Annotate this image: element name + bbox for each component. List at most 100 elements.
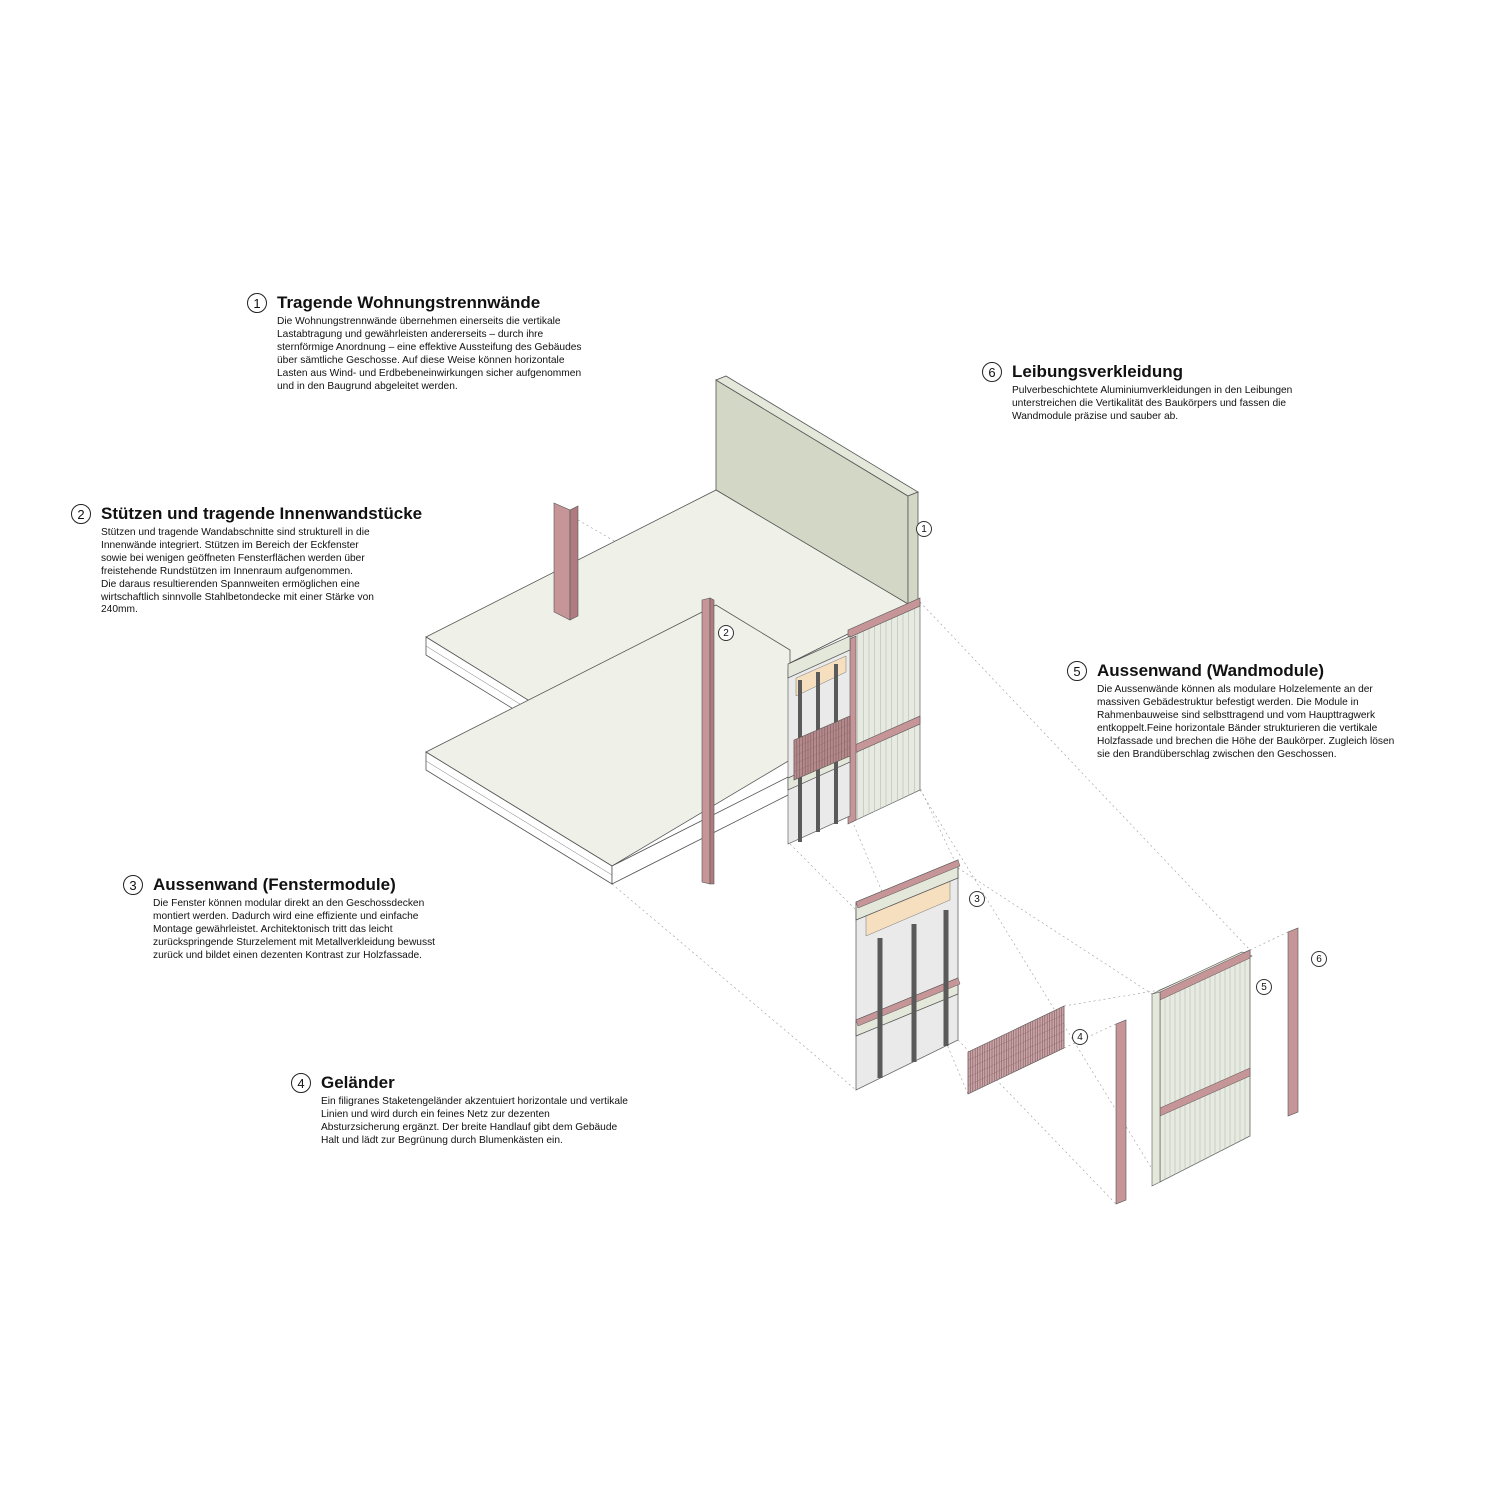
legend-3-line: zurück und bildet einen dezenten Kontras… xyxy=(153,949,422,961)
explosion-guide-line xyxy=(919,789,1161,1183)
lower-slab-line xyxy=(425,760,613,876)
legend-1: 1 Tragende Wohnungstrennwände Die Wohnun… xyxy=(247,293,627,393)
railing-mesh xyxy=(967,1006,1065,1094)
legend-3-line: zurückspringende Sturzelement mit Metall… xyxy=(153,936,435,948)
assembled-window-lintel xyxy=(795,655,847,697)
reveal-strip-right xyxy=(1287,927,1299,1117)
legend-2-line: sowie bei wenigen geöffneten Fensterfläc… xyxy=(101,552,365,564)
wall-module-edge xyxy=(1151,991,1161,1187)
assembled-facade xyxy=(787,597,921,845)
legend-6-line: Wandmodule präzise und sauber ab. xyxy=(1012,410,1179,422)
legend-6-title: Leibungsverkleidung xyxy=(1012,362,1183,381)
legend-5-line: massiven Gebädestruktur befestigt werden… xyxy=(1097,696,1359,708)
legend-3-line: Die Fenster können modular direkt an den… xyxy=(153,898,425,909)
legend-1-number: 1 xyxy=(247,293,267,313)
legend-2-line: 240mm. xyxy=(101,604,138,616)
legend-5-line: Rahmenbauweise sind selbsttragend und vo… xyxy=(1097,709,1376,721)
legend-2-line: Stützen und tragende Wandabschnitte sind… xyxy=(101,527,370,538)
tag-5: 5 xyxy=(1256,979,1272,995)
legend-5-text: Die Aussenwände können als modulare Holz… xyxy=(1097,684,1467,761)
legend-6: 6 Leibungsverkleidung Pulverbeschichtete… xyxy=(982,362,1362,424)
railing-mesh-line xyxy=(793,747,851,773)
wall-module-ribs xyxy=(1164,960,1246,1180)
legend-1-line: Die Wohnungstrennwände übernehmen einers… xyxy=(277,316,561,327)
legend-2-line: Die daraus resultierenden Spannweiten er… xyxy=(101,578,360,590)
explosion-guide-line xyxy=(611,883,857,1091)
legend-5-line: sie den Brandüberschlag zwischen den Ges… xyxy=(1097,748,1337,760)
tag-6: 6 xyxy=(1311,951,1327,967)
legend-3-title: Aussenwand (Fenstermodule) xyxy=(153,875,396,894)
legend-3-text: Die Fenster können modular direkt an den… xyxy=(153,898,503,963)
legend-2-line: wirtschaftlich sinnvolle Stahlbetondecke… xyxy=(101,591,374,603)
legend-6-text: Pulverbeschichtete Aluminiumverkleidunge… xyxy=(1012,385,1362,424)
column-front-face xyxy=(701,597,711,885)
legend-2: 2 Stützen und tragende Innenwandstücke S… xyxy=(71,504,451,617)
assembled-window-header xyxy=(787,635,851,679)
exploded-window-module xyxy=(855,859,961,1091)
explosion-guide-line xyxy=(577,519,717,601)
reveal-cladding xyxy=(1115,927,1299,1205)
assembled-wood-ribs xyxy=(857,604,915,820)
legend-3-line: Montage gewährleistet. Architektonisch t… xyxy=(153,923,393,935)
column-back-side xyxy=(569,505,579,621)
legend-6-number: 6 xyxy=(982,362,1002,382)
legend-5-line: Holzfassade und brechen die Höhe der Bau… xyxy=(1097,735,1395,747)
exploded-wall-module xyxy=(1151,949,1253,1187)
legend-4-line: Halt und lädt zur Begrünung durch Blumen… xyxy=(321,1134,563,1146)
legend-4-title: Geländer xyxy=(321,1073,395,1092)
legend-4-line: Linien und wird durch ein feines Netz zu… xyxy=(321,1108,550,1120)
legend-3-line: montiert werden. Dadurch wird eine effiz… xyxy=(153,910,419,922)
legend-3: 3 Aussenwand (Fenstermodule) Die Fenster… xyxy=(123,875,503,963)
legend-5-line: Die Aussenwände können als modulare Holz… xyxy=(1097,684,1373,695)
legend-2-number: 2 xyxy=(71,504,91,524)
legend-3-number: 3 xyxy=(123,875,143,895)
legend-4-line: Ein filigranes Staketengeländer akzentui… xyxy=(321,1096,628,1107)
railing-mesh-line xyxy=(793,739,851,765)
legend-4-line: Absturzsicherung ergänzt. Der breite Han… xyxy=(321,1121,618,1133)
explosion-guide-line xyxy=(1063,989,1161,1007)
reveal-strip-left xyxy=(1115,1019,1127,1205)
legend-6-line: Pulverbeschichtete Aluminiumverkleidunge… xyxy=(1012,385,1293,396)
explosion-guide-line xyxy=(957,867,1153,995)
railing-mesh-line xyxy=(793,731,851,757)
assembled-railing-mesh xyxy=(793,716,851,780)
railing-mesh-line xyxy=(793,723,851,749)
railing-mesh-line xyxy=(967,1022,1065,1069)
tag-1: 1 xyxy=(916,521,932,537)
tag-2: 2 xyxy=(718,625,734,641)
railing-mesh-line xyxy=(967,1039,1065,1086)
railing-mesh-line xyxy=(967,1014,1065,1061)
tag-3: 3 xyxy=(969,891,985,907)
legend-1-text: Die Wohnungstrennwände übernehmen einers… xyxy=(277,316,627,393)
partition-wall xyxy=(715,375,919,605)
tag-4: 4 xyxy=(1072,1029,1088,1045)
legend-4-number: 4 xyxy=(291,1073,311,1093)
legend-1-line: Lastabtragung und gewährleisten anderers… xyxy=(277,328,544,340)
legend-5-title: Aussenwand (Wandmodule) xyxy=(1097,661,1324,680)
legend-4: 4 Geländer Ein filigranes Staketengeländ… xyxy=(291,1073,681,1148)
legend-5: 5 Aussenwand (Wandmodule) Die Aussenwänd… xyxy=(1067,661,1467,761)
column-front-side xyxy=(709,597,715,885)
legend-1-line: über sämtliche Geschosse. Auf diese Weis… xyxy=(277,354,565,366)
explosion-guide-line xyxy=(1249,931,1289,951)
legend-4-text: Ein filigranes Staketengeländer akzentui… xyxy=(321,1096,681,1148)
partition-wall-end xyxy=(907,491,919,605)
legend-5-line: entkoppelt.Feine horizontale Bänder stru… xyxy=(1097,722,1378,734)
legend-1-title: Tragende Wohnungstrennwände xyxy=(277,293,541,312)
railing-mesh-line xyxy=(967,1031,1065,1078)
legend-1-line: sternförmige Anordnung – eine effektive … xyxy=(277,341,582,353)
legend-5-number: 5 xyxy=(1067,661,1087,681)
columns xyxy=(553,502,715,885)
legend-2-line: Innenwände integriert. Stützen im Bereic… xyxy=(101,539,359,551)
legend-6-line: unterstreichen die Vertikalität des Bauk… xyxy=(1012,397,1287,409)
legend-2-title: Stützen und tragende Innenwandstücke xyxy=(101,504,423,523)
legend-2-line: freistehende Rundstützen im Innenraum au… xyxy=(101,565,354,577)
explosion-guide-line xyxy=(789,843,857,911)
legend-2-text: Stützen und tragende Wandabschnitte sind… xyxy=(101,527,451,617)
legend-1-line: und in den Baugrund abgeleitet werden. xyxy=(277,380,458,392)
legend-1-line: Lasten aus Wind- und Erdbebeneinwirkunge… xyxy=(277,367,582,379)
exploded-railing xyxy=(967,1005,1065,1095)
column-back-face xyxy=(553,502,571,621)
window-module-head-band xyxy=(855,859,961,909)
